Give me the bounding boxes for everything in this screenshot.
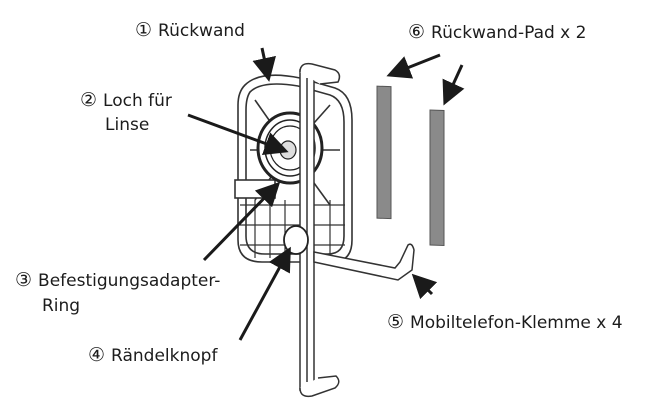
label-lens-hole-line2: Linse [105, 115, 150, 135]
callout-arrows [187, 47, 465, 341]
knurled-knob [283, 225, 309, 255]
back-pad-1 [376, 85, 392, 220]
label-adapter-ring-line2: Ring [42, 296, 81, 316]
back-pad-2 [429, 109, 445, 247]
